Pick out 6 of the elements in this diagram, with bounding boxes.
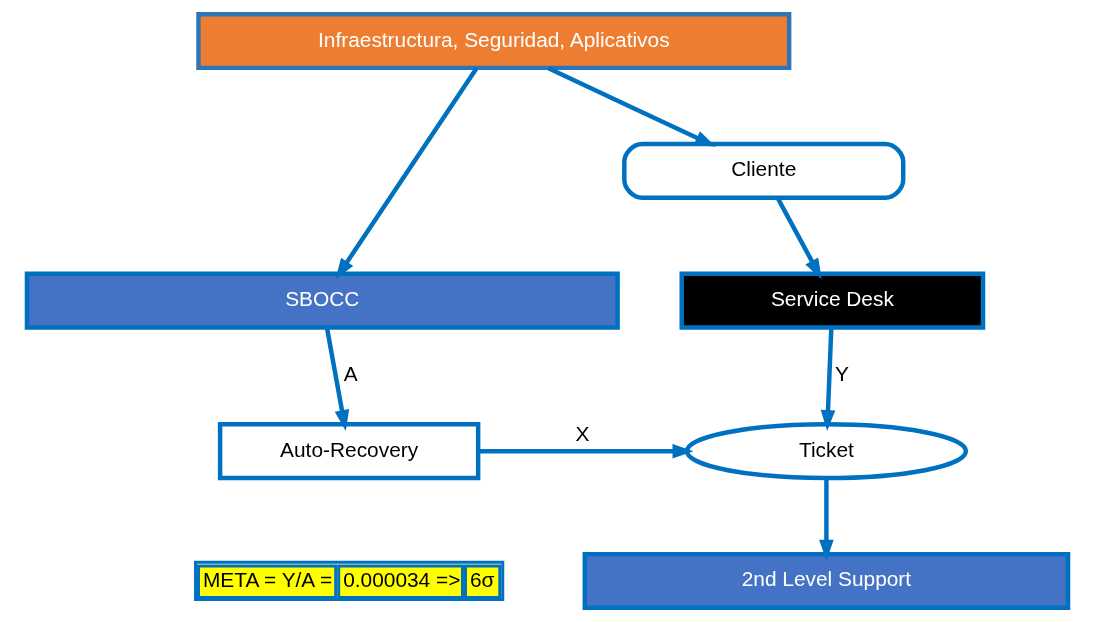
- label: 6σ: [469, 568, 495, 592]
- edge-label: X: [575, 422, 590, 446]
- label: 0.000034 =>: [343, 568, 461, 592]
- edge-label: Y: [835, 362, 850, 386]
- edge-label: A: [343, 362, 358, 386]
- label: META = Y/A =: [202, 568, 333, 592]
